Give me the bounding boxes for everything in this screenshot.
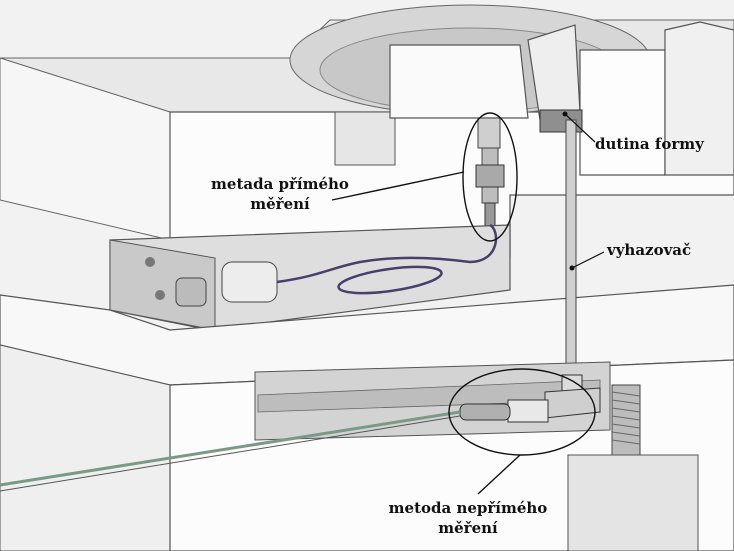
indirect-sensor-body	[459, 403, 511, 421]
cavity-notch	[334, 111, 396, 166]
direct-method-ellipse	[462, 112, 518, 242]
ejector-pin	[565, 119, 577, 383]
label-direct-method: metada přímého měření	[205, 174, 355, 214]
cavity-leader-dot	[562, 111, 568, 117]
support-column	[567, 454, 699, 551]
ejector-leader	[571, 251, 605, 269]
threaded-rod	[611, 384, 641, 458]
label-indirect-line2: měření	[438, 519, 498, 537]
direct-leader	[331, 171, 465, 201]
bracket-bolt	[175, 277, 207, 307]
indirect-sensor-housing	[507, 399, 549, 423]
label-ejector: vyhazovač	[607, 241, 692, 259]
label-direct-line1: metada přímého	[211, 175, 349, 193]
label-cavity: dutina formy	[595, 135, 704, 153]
amplifier-body	[221, 261, 278, 303]
thread-lines	[611, 391, 641, 445]
direct-sensor-nut	[475, 164, 505, 188]
indirect-cable	[0, 410, 461, 487]
indirect-leader	[477, 454, 521, 495]
label-indirect-line1: metoda nepřímého	[388, 499, 548, 517]
cable-coil	[337, 265, 443, 295]
direct-sensor-head	[477, 117, 501, 149]
direct-cable	[276, 223, 498, 284]
core-block-3	[579, 49, 666, 176]
indirect-method-ellipse	[448, 368, 596, 456]
lower-plate-left	[0, 344, 171, 551]
ejector-leader-dot	[569, 265, 575, 271]
direct-sensor-connector	[484, 202, 496, 229]
core-block-1	[389, 44, 529, 119]
bracket-hole-1	[145, 257, 155, 267]
indirect-cable-shadow	[0, 415, 461, 492]
label-direct-line2: měření	[250, 195, 310, 213]
label-indirect-method: metoda nepřímého měření	[378, 498, 558, 538]
core-block-4	[664, 21, 734, 176]
bracket-hole-2	[155, 290, 165, 300]
cavity-leader	[564, 113, 596, 143]
